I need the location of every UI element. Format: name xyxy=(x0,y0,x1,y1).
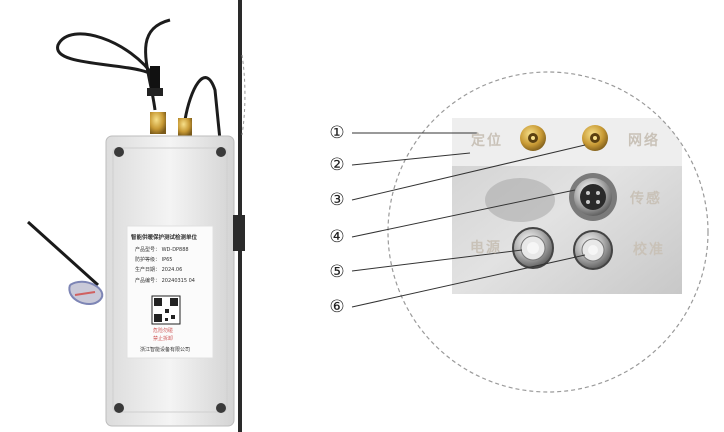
side-latch xyxy=(233,215,245,251)
calibrate-button xyxy=(573,230,613,270)
panel-top-strip xyxy=(452,118,682,166)
screw-top-left xyxy=(114,147,124,157)
callout-4: ④ xyxy=(329,227,345,247)
zoom-circle xyxy=(387,71,709,393)
sma-connector-left xyxy=(150,112,166,134)
leader-line-4 xyxy=(351,189,576,238)
screw-bottom-right xyxy=(216,403,226,413)
label-title: 智能供暖保护测试检测单位 xyxy=(131,235,198,241)
label-warning-1: 危险勿碰 xyxy=(153,328,174,334)
red-wire xyxy=(74,291,96,296)
sma-positioning-connector xyxy=(520,125,546,151)
callout-1: ① xyxy=(329,123,345,143)
label-line-date: 生产日期： 2024.06 xyxy=(135,267,183,273)
callout-2: ② xyxy=(329,155,345,175)
sma-network-connector xyxy=(582,125,608,151)
screw-bottom-left xyxy=(114,403,124,413)
product-label xyxy=(126,225,214,359)
panel-label-calibrate: 校准 xyxy=(633,242,665,258)
panel-label-positioning: 定位 xyxy=(471,133,503,149)
side-antenna xyxy=(26,220,100,287)
panel-label-sensor: 传感 xyxy=(630,191,662,207)
label-maker: 浙江智能设备有限公司 xyxy=(140,347,191,353)
callout-6: ⑥ xyxy=(329,297,345,317)
label-line-serial: 产品编号： 20240315 04 xyxy=(135,278,195,284)
antenna-cable-mid xyxy=(144,18,171,111)
leader-line-2 xyxy=(351,152,471,166)
enclosure-rim xyxy=(112,147,228,413)
leader-line-5 xyxy=(351,249,523,272)
callout-3: ③ xyxy=(329,190,345,210)
sensor-connector xyxy=(569,173,617,221)
screw-top-right xyxy=(216,147,226,157)
qr-code xyxy=(151,295,181,325)
antenna-cable-right xyxy=(183,76,222,141)
panel-label-power: 电源 xyxy=(470,240,502,256)
panel-smudge xyxy=(485,178,555,222)
label-line-protection: 防护等级： IP65 xyxy=(135,257,173,263)
leader-line-3 xyxy=(351,144,586,201)
power-button xyxy=(512,227,554,269)
zoom-source-marker xyxy=(241,54,246,136)
leader-line-6 xyxy=(351,254,586,308)
cable-connector xyxy=(150,66,160,90)
label-line-model: 产品型号： WD-DP888 xyxy=(135,247,189,253)
cable-connector-ring xyxy=(147,88,163,96)
panel-label-network: 网络 xyxy=(628,133,660,149)
antenna-cable-left xyxy=(56,32,160,81)
callout-5: ⑤ xyxy=(329,262,345,282)
label-warning-2: 禁止拆卸 xyxy=(153,336,174,342)
sma-connector-right xyxy=(178,118,192,136)
zoom-detail xyxy=(388,72,708,392)
